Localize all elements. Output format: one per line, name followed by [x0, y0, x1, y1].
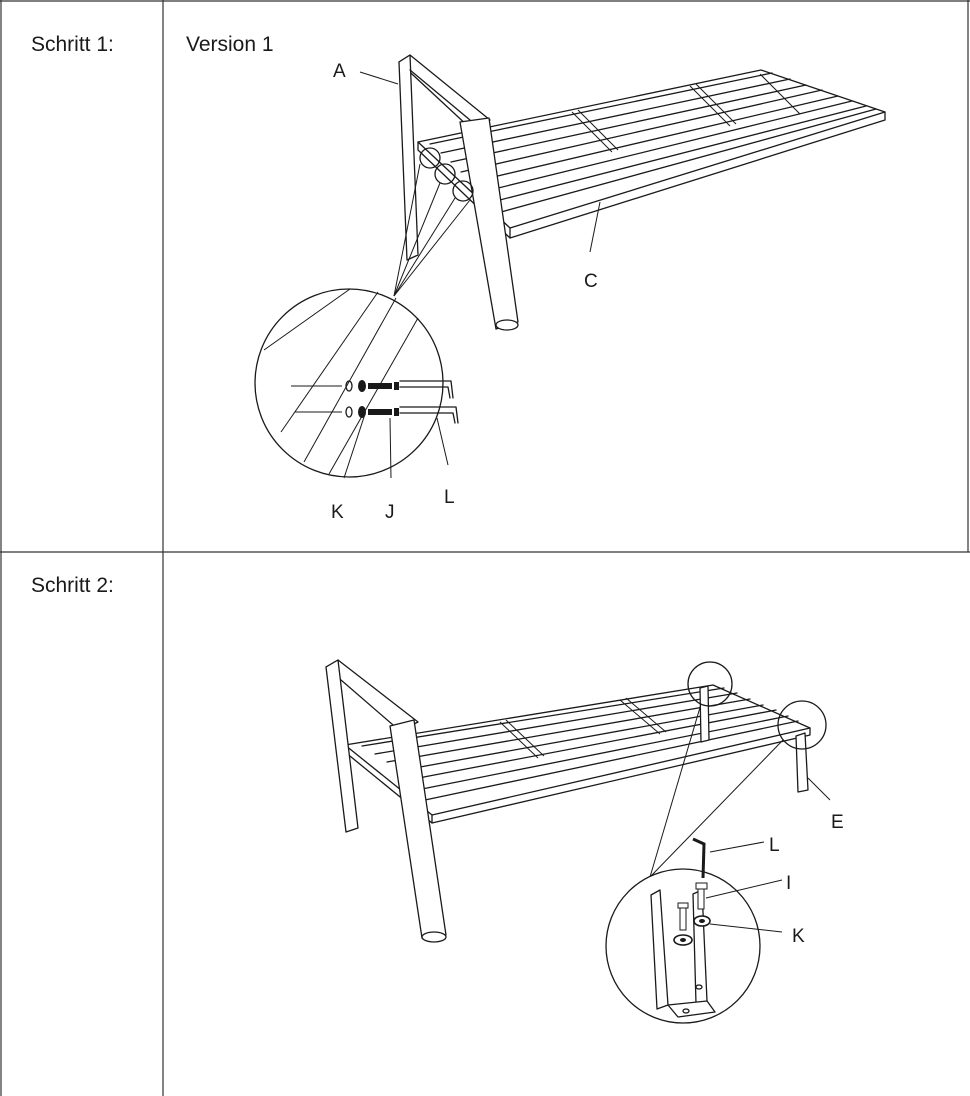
callout-j: J	[385, 502, 395, 523]
detail-marker-2	[434, 163, 456, 185]
step-1-label: Schritt 1:	[31, 33, 114, 56]
callout-a: A	[333, 61, 346, 82]
step-1-version-label: Version 1	[186, 33, 274, 56]
callout-i: I	[786, 873, 791, 894]
step-1-assembly-drawing: A C K J L	[254, 54, 886, 523]
step-1-detail-magnifier	[254, 288, 459, 478]
bench-seat-c	[417, 69, 886, 239]
callout-c: C	[584, 271, 598, 292]
callout-k: K	[792, 926, 805, 947]
step-2-assembly-drawing: E L I K	[325, 659, 844, 1024]
bench-seat	[344, 684, 811, 824]
callout-l: L	[444, 487, 455, 508]
callout-k: K	[331, 502, 344, 523]
callout-e: E	[831, 812, 844, 833]
callout-l: L	[769, 835, 780, 856]
side-frame-a	[325, 659, 447, 943]
detail-marker-3	[452, 180, 474, 202]
detail-marker-2	[777, 700, 827, 750]
step-2-label: Schritt 2:	[31, 574, 114, 597]
step-2-detail-magnifier	[605, 837, 761, 1024]
leg-e	[699, 685, 809, 793]
detail-marker-1	[419, 147, 441, 169]
detail-marker-1	[687, 661, 733, 707]
side-frame-a	[398, 54, 519, 331]
